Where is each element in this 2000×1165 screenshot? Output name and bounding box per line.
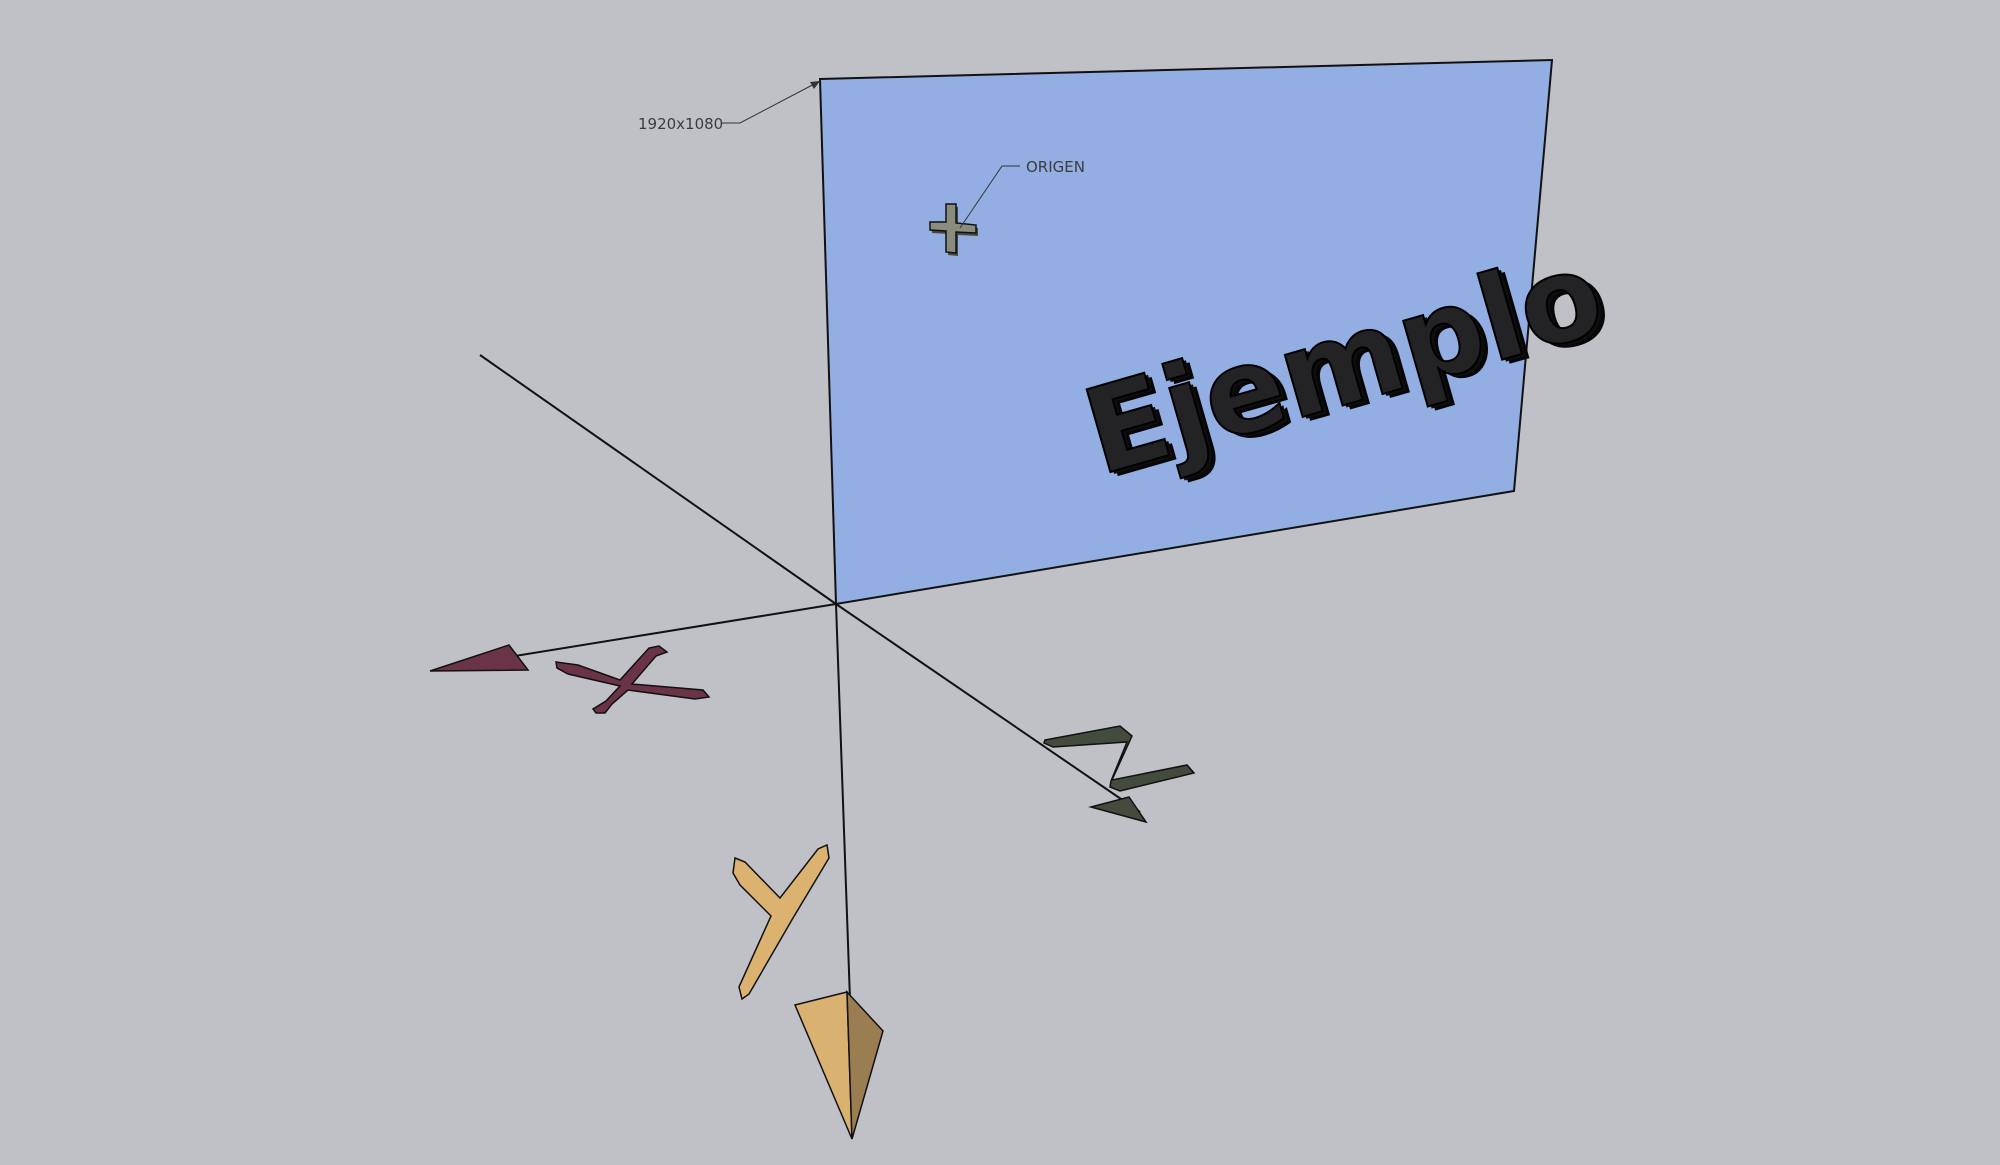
- x-axis-letter: [555, 645, 711, 714]
- z-axis-arrowhead: [1088, 796, 1148, 824]
- crosshair-icon: [929, 203, 978, 256]
- y-axis-letter: [732, 843, 830, 1001]
- resolution-leader-line: [722, 80, 821, 124]
- leader-arrowhead: [810, 81, 820, 89]
- origin-label: ORIGEN: [1026, 158, 1085, 176]
- origin-leader-line: [959, 165, 1020, 229]
- resolution-label: 1920x1080: [638, 115, 723, 133]
- axis-line-y: [835, 603, 851, 1001]
- z-axis-label: Z: [0, 0, 1, 1]
- axis-line-z: [835, 603, 1141, 813]
- blue-plane[interactable]: [818, 58, 1554, 606]
- z-axis-letter: [1043, 725, 1196, 792]
- y-axis-arrowhead: [793, 990, 884, 1140]
- x-axis-arrowhead: [429, 644, 530, 672]
- axis-line-negative: [479, 354, 837, 605]
- axis-line-x: [489, 603, 837, 661]
